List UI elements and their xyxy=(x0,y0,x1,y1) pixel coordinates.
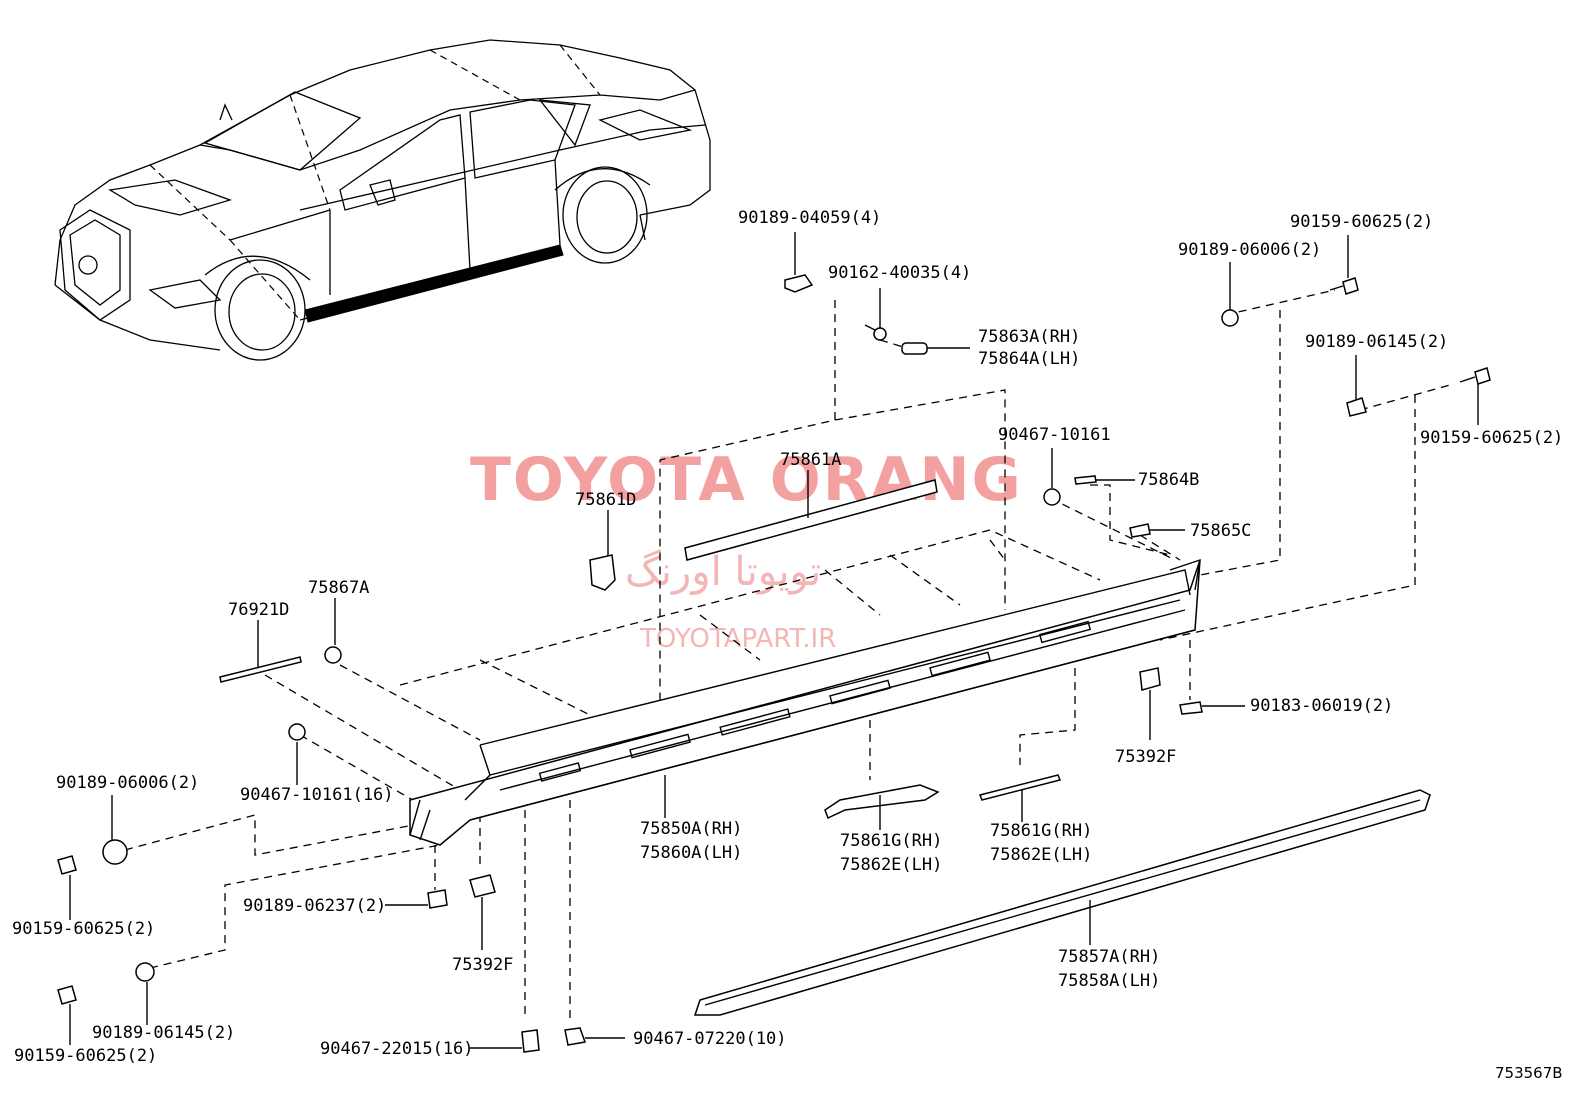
part-label: 75862E(LH) xyxy=(840,855,942,875)
part-labels: 90189-04059(4) 90162-40035(4) 75863A(RH)… xyxy=(12,208,1563,1066)
part-label: 90189-06145(2) xyxy=(1305,332,1448,352)
part-label: 90189-04059(4) xyxy=(738,208,881,228)
part-label: 75865C xyxy=(1190,521,1251,541)
assembly-dashed-lines xyxy=(124,289,1451,1020)
part-label: 90159-60625(2) xyxy=(14,1046,157,1066)
part-label: 90159-60625(2) xyxy=(12,919,155,939)
part-label: 90467-10161 xyxy=(998,425,1111,445)
part-label: 90183-06019(2) xyxy=(1250,696,1393,716)
part-label: 90189-06006(2) xyxy=(1178,240,1321,260)
rocker-panel-75850A xyxy=(409,558,1201,846)
car-illustration xyxy=(54,39,711,361)
part-label: 90467-10161(16) xyxy=(240,785,394,805)
part-label: 75850A(RH) xyxy=(640,819,742,839)
part-label: 75862E(LH) xyxy=(990,845,1092,865)
part-label: 75864A(LH) xyxy=(978,349,1080,369)
watermark: TOYOTA ORANG تویوتا اورنگ TOYOTAPART.IR xyxy=(470,445,1023,654)
watermark-site: TOYOTAPART.IR xyxy=(639,624,836,654)
part-label: 90189-06237(2) xyxy=(243,896,386,916)
part-label: 75858A(LH) xyxy=(1058,971,1160,991)
moulding-75857A xyxy=(693,789,1431,1016)
small-parts xyxy=(57,274,1491,1053)
diagram-id: 753567B xyxy=(1495,1064,1563,1082)
leader-lines xyxy=(69,232,1479,1049)
part-label: 75392F xyxy=(452,955,513,975)
part-label: 76921D xyxy=(228,600,289,620)
part-label: 90189-06006(2) xyxy=(56,773,199,793)
part-label: 75392F xyxy=(1115,747,1176,767)
part-label: 75861D xyxy=(575,490,636,510)
part-label: 75863A(RH) xyxy=(978,327,1080,347)
watermark-persian: تویوتا اورنگ xyxy=(625,549,821,595)
watermark-title: TOYOTA ORANG xyxy=(470,445,1023,515)
part-label: 90162-40035(4) xyxy=(828,263,971,283)
part-label: 90159-60625(2) xyxy=(1290,212,1433,232)
part-label: 75861G(RH) xyxy=(990,821,1092,841)
part-label: 90159-60625(2) xyxy=(1420,428,1563,448)
part-label: 75864B xyxy=(1138,470,1199,490)
part-label: 75867A xyxy=(308,578,369,598)
part-label: 75861A xyxy=(780,450,841,470)
part-label: 90467-22015(16) xyxy=(320,1039,474,1059)
part-label: 75857A(RH) xyxy=(1058,947,1160,967)
part-label: 90467-07220(10) xyxy=(633,1029,787,1049)
part-label: 75860A(LH) xyxy=(640,843,742,863)
part-label: 75861G(RH) xyxy=(840,831,942,851)
part-label: 90189-06145(2) xyxy=(92,1023,235,1043)
